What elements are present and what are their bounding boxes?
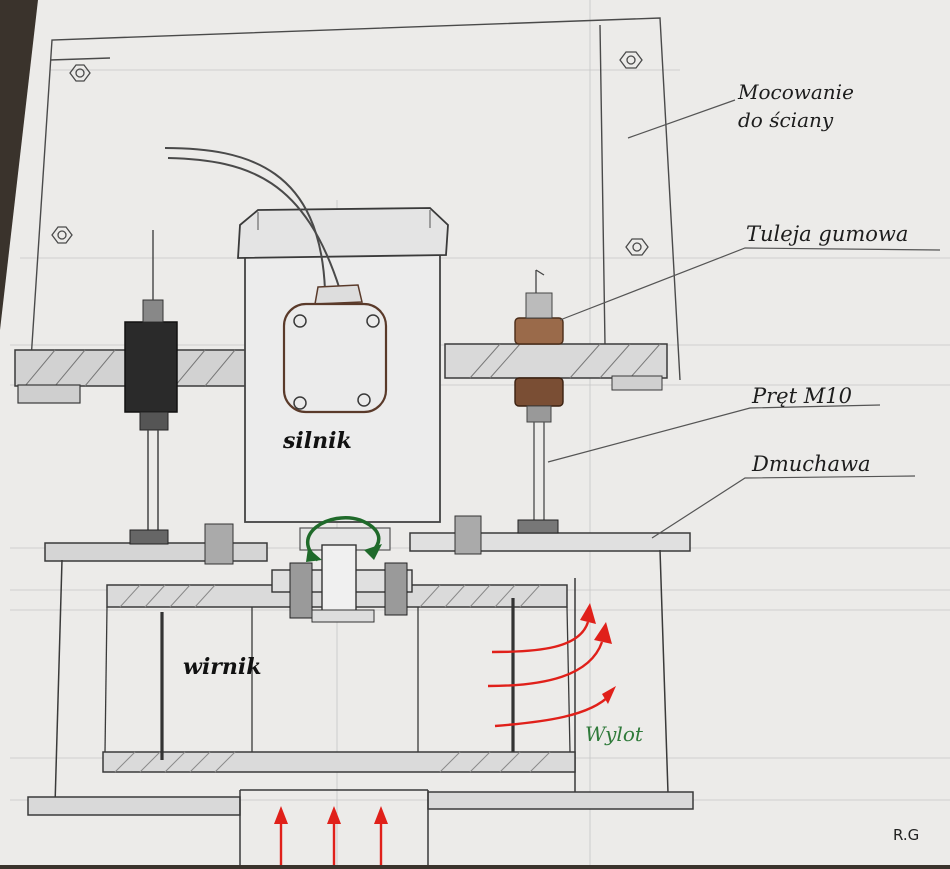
rubber-sleeve-bottom bbox=[514, 377, 564, 407]
inlet-arrowheads bbox=[274, 806, 388, 824]
curved-rotation-arrow-icon bbox=[306, 516, 382, 562]
label-rod: Pręt M10 bbox=[752, 384, 852, 408]
power-cable bbox=[164, 147, 326, 291]
blower-top-plate bbox=[44, 515, 691, 565]
red-airflow-arrow-icon bbox=[279, 820, 383, 865]
right-bracket bbox=[444, 269, 668, 530]
label-rubber-sleeve: Tuleja gumowa bbox=[746, 222, 909, 246]
label-impeller: wirnik bbox=[183, 654, 262, 680]
base-plate-right bbox=[427, 791, 694, 810]
hex-bolt-icon bbox=[51, 51, 649, 256]
impeller bbox=[102, 544, 576, 773]
junction-box bbox=[282, 302, 388, 414]
leader-lines bbox=[547, 99, 941, 539]
red-airflow-arrowheads bbox=[580, 603, 616, 704]
label-blower: Dmuchawa bbox=[752, 452, 871, 476]
label-mounting-line2: do ściany bbox=[738, 108, 834, 132]
label-motor: silnik bbox=[283, 428, 352, 454]
rubber-sleeve-top bbox=[514, 317, 564, 345]
signature: R.G bbox=[893, 826, 920, 844]
base-plate-left bbox=[27, 796, 241, 816]
left-bracket bbox=[14, 230, 248, 540]
red-airflow-arrow-icon bbox=[487, 621, 611, 728]
wall-mounting-plate bbox=[29, 17, 681, 381]
motor bbox=[164, 147, 449, 523]
inlet-duct bbox=[239, 789, 429, 865]
label-mounting-line1: Mocowanie bbox=[738, 80, 854, 104]
label-outlet: Wylot bbox=[585, 722, 643, 746]
